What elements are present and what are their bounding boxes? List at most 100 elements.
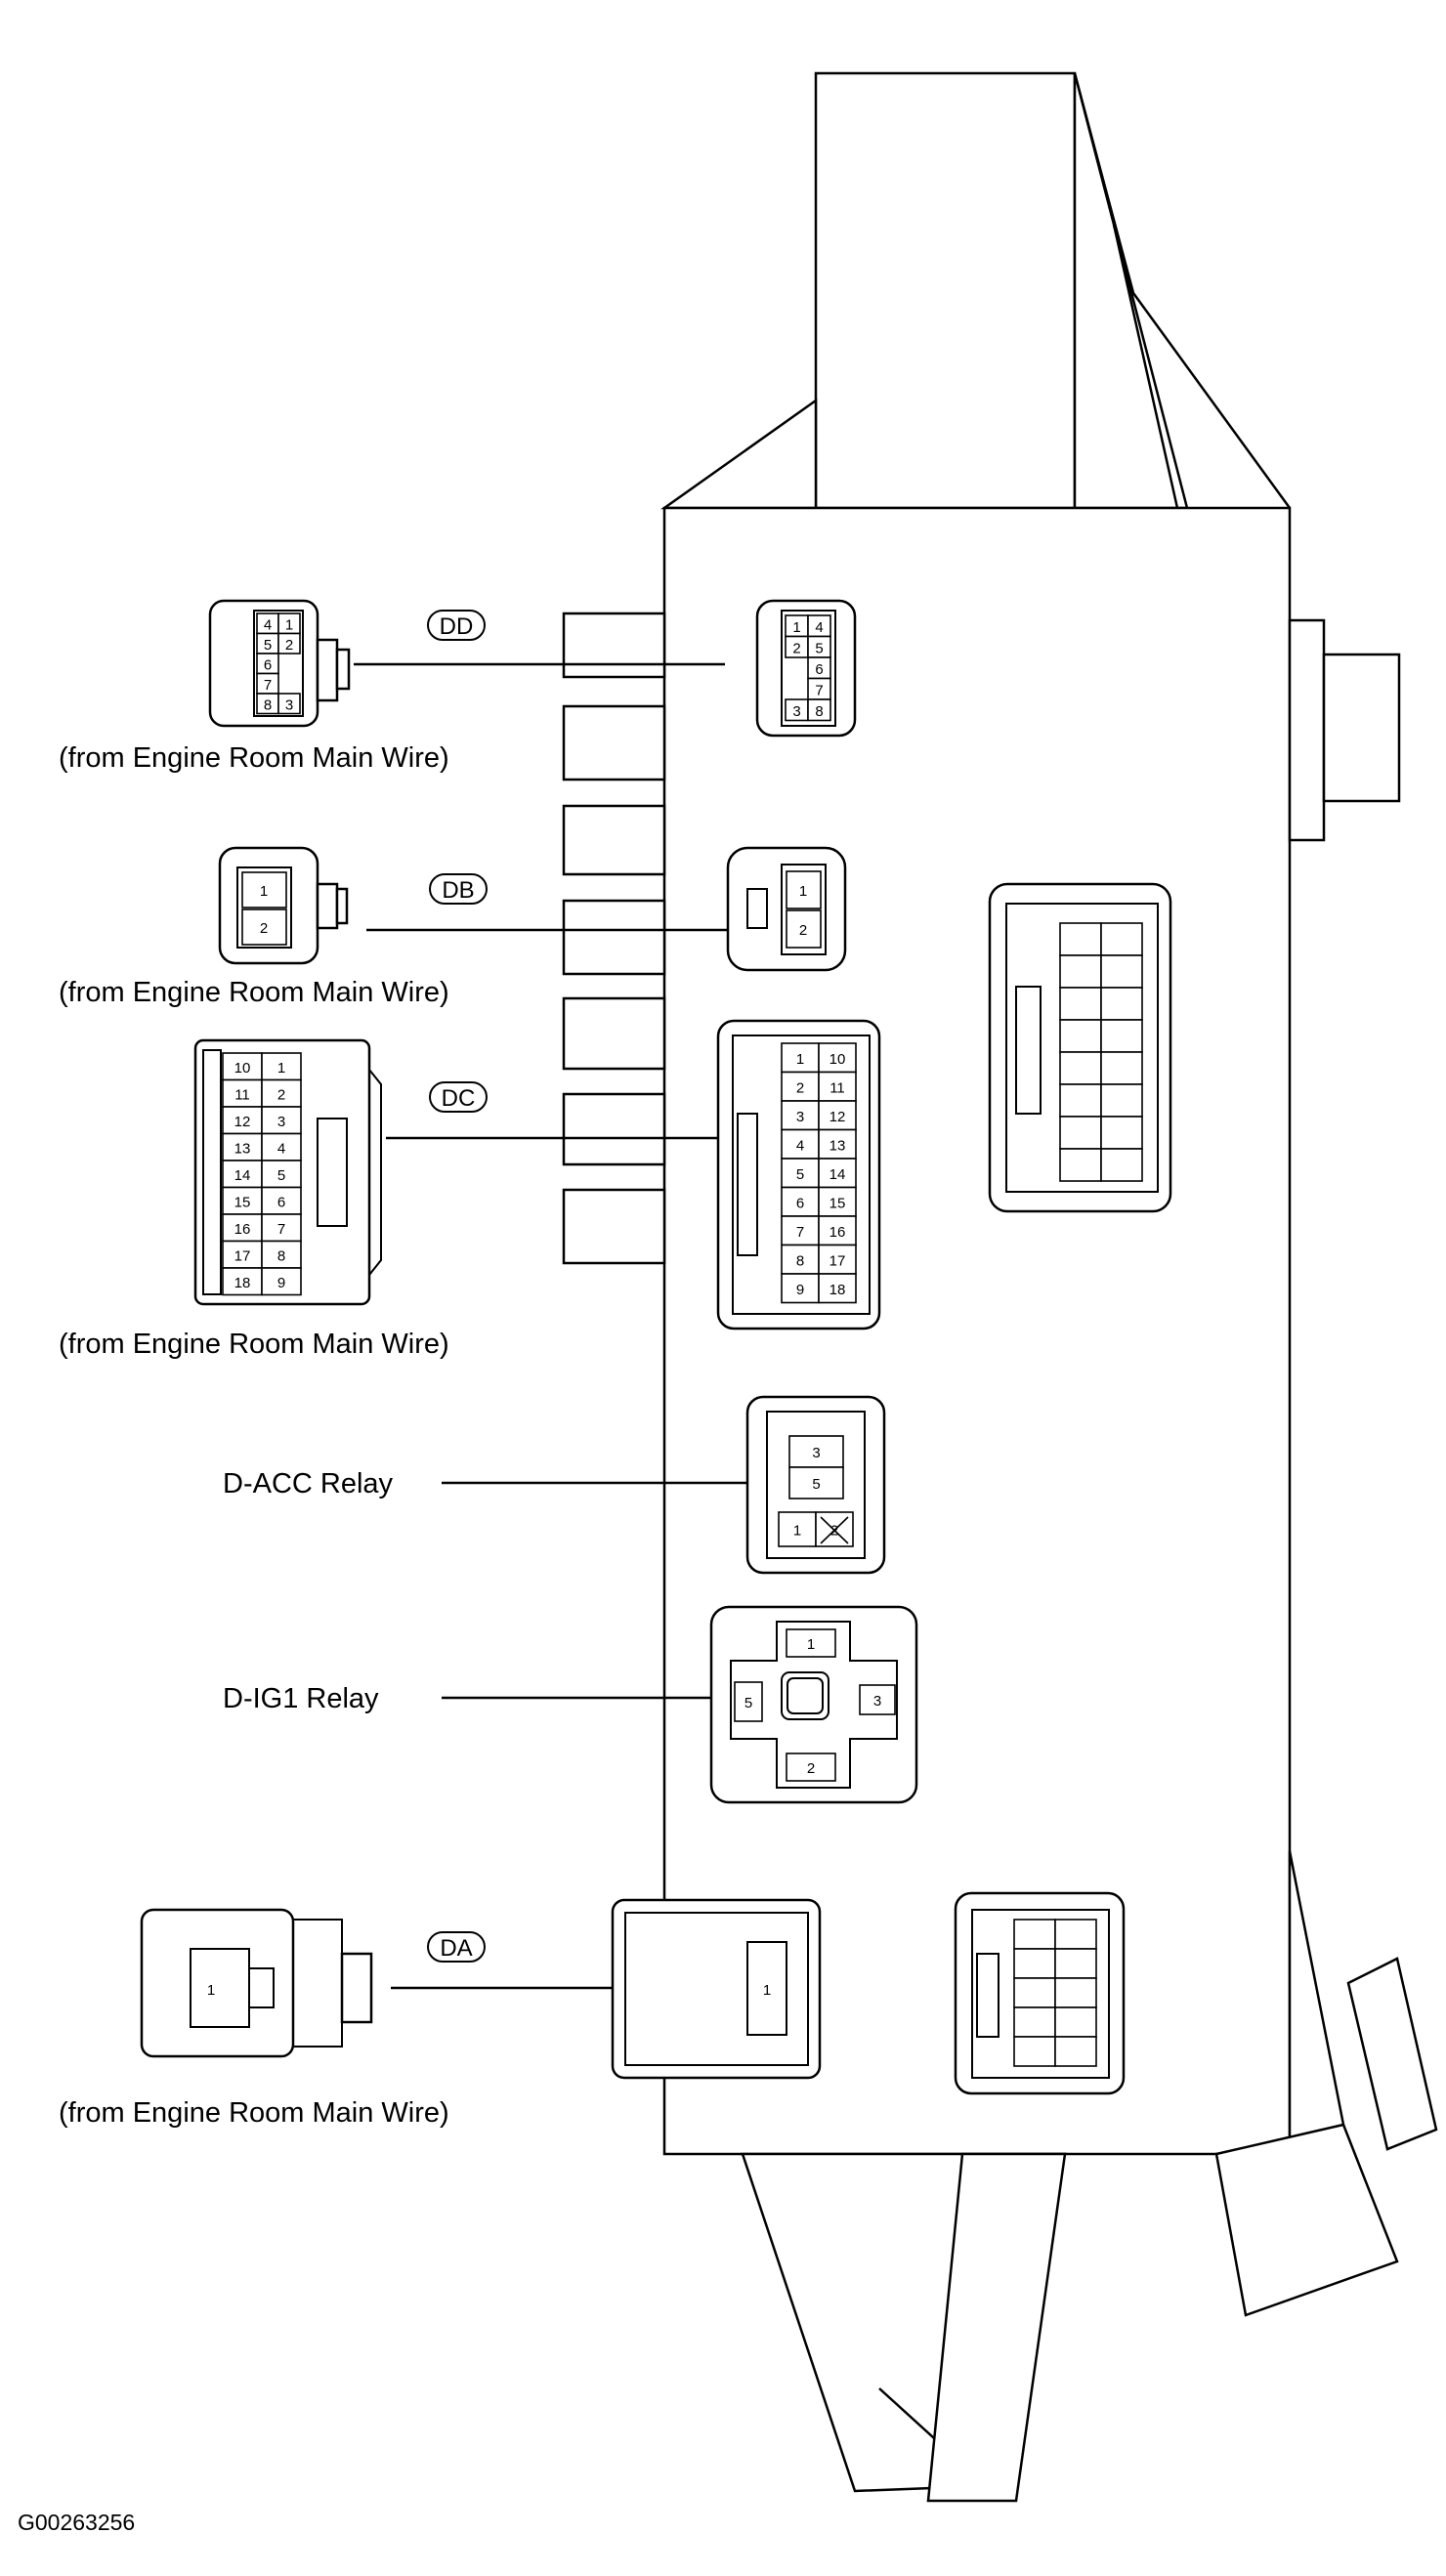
pin-cell: [261, 1186, 302, 1215]
pin-number: 8: [815, 703, 823, 720]
empty-pin-cell: [1059, 922, 1102, 956]
pin-cell: [786, 1753, 836, 1782]
pin-cell: [778, 1511, 817, 1547]
pin-number: 1: [807, 1636, 815, 1653]
empty-pin-cell: [1059, 1148, 1102, 1182]
label-dd-badge: DD: [427, 610, 486, 641]
empty-pin-cell: [1059, 1083, 1102, 1118]
pin-cell: [781, 1244, 820, 1275]
label-dd: DD: [440, 613, 474, 640]
pin-cell: [818, 1042, 857, 1074]
figure-id: G00263256: [18, 2510, 135, 2535]
pin-cell: [241, 871, 287, 908]
pin-number: 3: [873, 1693, 881, 1710]
pin-number: 5: [264, 637, 272, 654]
label-db: DB: [442, 877, 474, 904]
pin-number: 6: [796, 1195, 804, 1211]
empty-pin-cell: [1013, 2006, 1056, 2038]
pin-cell: [788, 1466, 844, 1499]
pin-number: 2: [260, 920, 268, 937]
pin-number: 2: [277, 1086, 285, 1103]
pin-number: 7: [277, 1221, 285, 1238]
pin-number: 11: [234, 1086, 250, 1103]
pin-number: 9: [277, 1275, 285, 1291]
empty-pin-cell: [1100, 1051, 1143, 1085]
pin-number: 8: [796, 1252, 804, 1269]
pin-number: 17: [234, 1247, 251, 1264]
pin-number: 8: [277, 1247, 285, 1264]
empty-pin-cell: [1013, 2036, 1056, 2067]
pin-cell: [786, 909, 822, 949]
pin-number: 18: [829, 1282, 846, 1298]
pin-cell: [818, 1071, 857, 1102]
empty-pin-cell: [1100, 922, 1143, 956]
pin-number: 4: [796, 1137, 804, 1154]
pin-cell: [277, 632, 301, 655]
label-db-badge: DB: [429, 873, 488, 905]
pin-number: 6: [277, 1194, 285, 1210]
pin-cell: [261, 1078, 302, 1108]
pin-number: 3: [792, 703, 800, 720]
pin-number: 5: [812, 1476, 820, 1493]
label-da: DA: [440, 1935, 472, 1962]
pin-cell: [261, 1240, 302, 1269]
label-d-acc-relay: D-ACC Relay: [223, 1468, 394, 1499]
empty-pin-cell: [1059, 987, 1102, 1021]
pin-number: 17: [829, 1252, 846, 1269]
pin-number: 16: [829, 1224, 846, 1241]
pin-number: 12: [234, 1114, 251, 1130]
pin-number: 4: [264, 616, 272, 633]
label-from-wire-dd: (from Engine Room Main Wire): [59, 742, 449, 774]
pin-number: 2: [792, 640, 800, 656]
leader-lines: [354, 662, 747, 1990]
pin-cell: [859, 1684, 896, 1715]
label-dc-badge: DC: [429, 1081, 488, 1113]
pin-number: 1: [799, 883, 807, 900]
pin-cell: [786, 1628, 836, 1658]
pin-number: 12: [829, 1109, 846, 1125]
pin-number: 4: [815, 619, 823, 636]
label-d-ig1-relay: D-IG1 Relay: [223, 1683, 379, 1714]
pin-number: 2: [285, 637, 293, 654]
empty-pin-cell: [1059, 1116, 1102, 1150]
unlabeled-connector-lower: [954, 1891, 1126, 2095]
pin-number: 7: [264, 677, 272, 694]
pin-number: 6: [815, 661, 823, 678]
pin-number: 1: [793, 1523, 801, 1540]
pin-number: 3: [277, 1114, 285, 1130]
pin-cell: [261, 1132, 302, 1161]
da-plug-connector: 1: [140, 1908, 373, 2058]
pin-number: 2: [799, 922, 807, 939]
pin-cell: [781, 1128, 820, 1160]
pin-number: 1: [207, 1982, 215, 1999]
pin-number: 16: [234, 1221, 251, 1238]
empty-pin-cell: [1100, 1116, 1143, 1150]
pin-number: 7: [815, 682, 823, 698]
pin-cell: [818, 1158, 857, 1189]
pin-number: 2: [796, 1079, 804, 1096]
pin-cell: [786, 870, 822, 909]
pin-number: 1: [763, 1982, 771, 1999]
pin-number: 15: [829, 1195, 846, 1211]
pin-cell: [781, 1273, 820, 1304]
empty-pin-cell: [1100, 954, 1143, 989]
d-acc-relay-socket: 3512: [745, 1395, 886, 1575]
pin-cell: [781, 1186, 820, 1217]
da-socket-connector: 1: [611, 1898, 822, 2080]
label-dc: DC: [442, 1085, 476, 1112]
pin-cell: [261, 1267, 302, 1296]
pin-number: 13: [234, 1140, 251, 1157]
pin-cell: [261, 1213, 302, 1243]
pin-cell: [222, 1267, 263, 1296]
label-from-wire-dc: (from Engine Room Main Wire): [59, 1329, 449, 1360]
pin-number: 5: [277, 1167, 285, 1184]
empty-pin-cell: [1013, 1977, 1056, 2008]
pin-number: 3: [285, 697, 293, 713]
pin-cell: [807, 698, 831, 722]
pin-cell: [788, 1435, 844, 1468]
pin-number: 1: [792, 619, 800, 636]
junction-block-body: [562, 71, 1438, 2503]
